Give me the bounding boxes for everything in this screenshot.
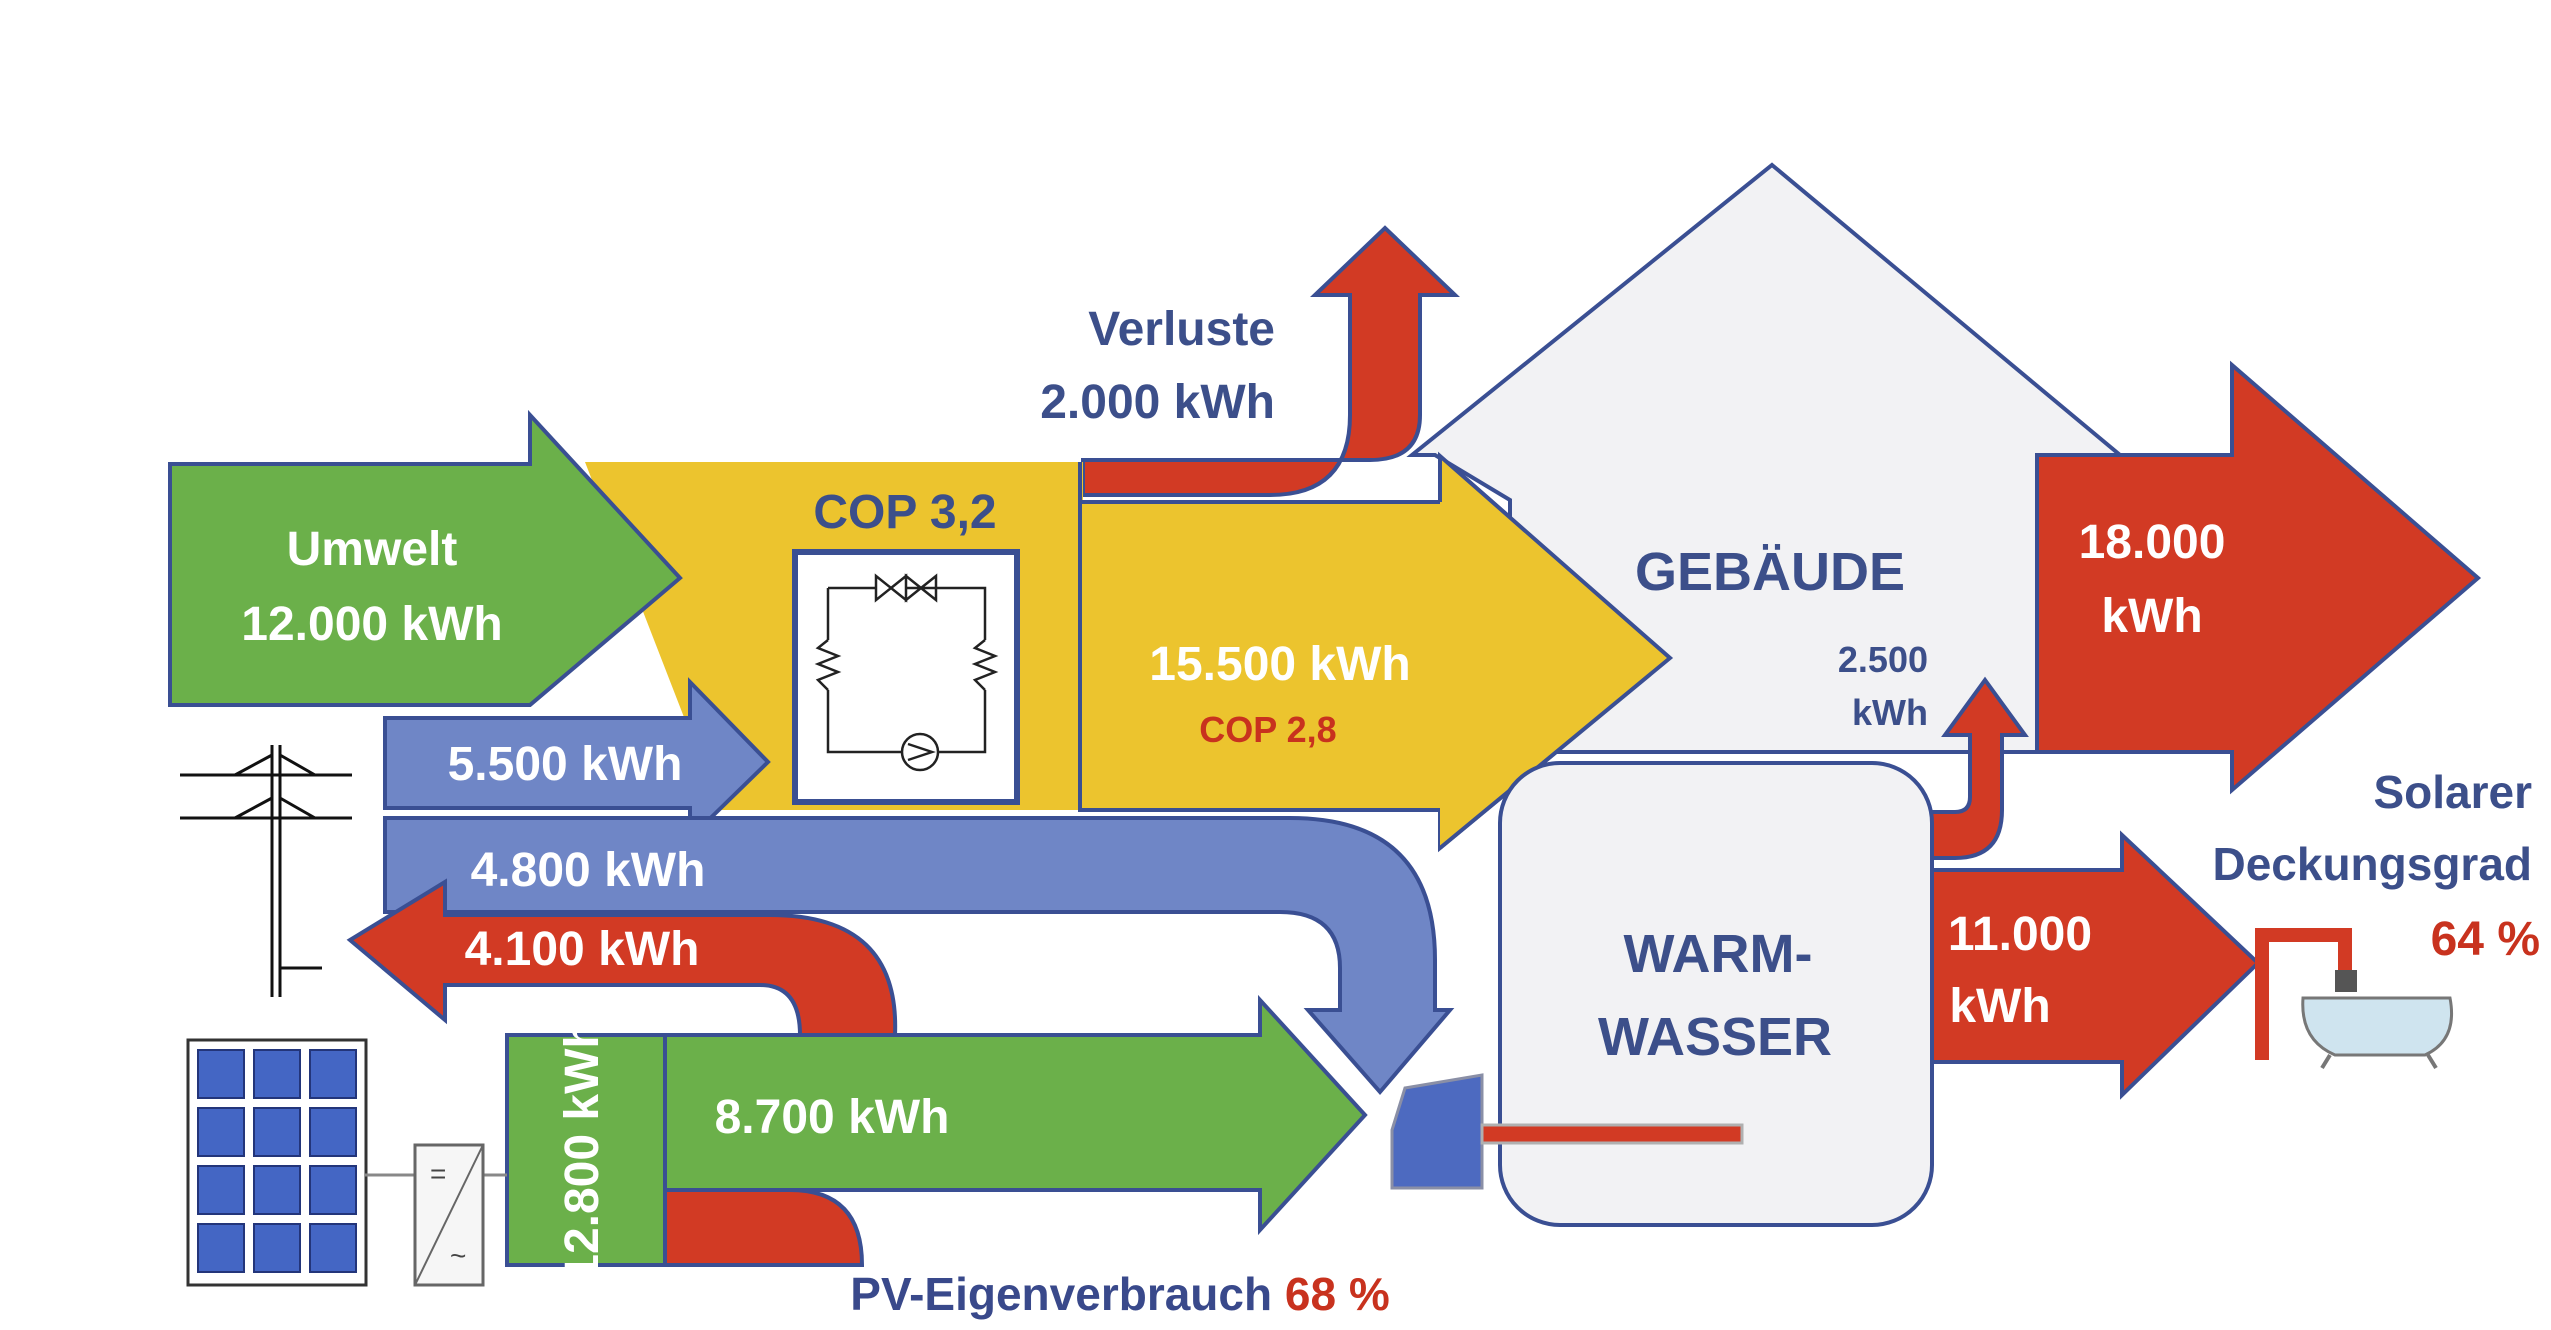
pv-to-grid-label: 4.100 kWh [465,923,700,976]
environment-arrow [168,409,683,707]
transfer-value-2: kWh [1852,692,1928,733]
heat-output-label: 15.500 kWh [1149,638,1410,691]
heating-demand-2: kWh [2101,590,2202,643]
building-overlap-outline [1438,451,1674,850]
pv-total-block [505,1033,667,1267]
pv-return-arc [663,1188,865,1267]
losses-title: Verluste [1088,303,1275,356]
solar-cell [197,1107,245,1157]
solar-cell [253,1049,301,1099]
svg-text:~: ~ [450,1240,466,1271]
ww-demand-2: kWh [1949,980,2050,1033]
solar-cell [197,1049,245,1099]
ww-demand-arrow [1928,830,2261,1100]
pv-self-arrow [663,994,1368,1236]
solar-cell [253,1165,301,1215]
water-heater-element-icon [1390,1073,1744,1190]
umwelt-label-2: 12.000 kWh [241,598,502,651]
grid-to-heatpump-arrow [383,677,771,843]
grid-to-heatpump-label: 5.500 kWh [448,738,683,791]
svg-text:=: = [430,1158,446,1189]
cop-system-label: COP 2,8 [1199,709,1336,750]
transfer-value-1: 2.500 [1838,639,1928,680]
cop-heatpump-label: COP 3,2 [813,486,996,539]
solar-cell [309,1223,357,1273]
bathtub-icon [2255,928,2454,1070]
heat-pump-circuit-icon [792,549,1020,805]
warm-water-title-2: WASSER [1598,1007,1832,1067]
pv-to-grid-arrow [346,878,898,1037]
losses-value: 2.000 kWh [1040,376,1275,429]
solar-panel-icon [186,1038,368,1287]
grid-to-warmwater-label: 4.800 kWh [471,844,706,897]
warm-water-title-1: WARM- [1624,924,1813,984]
solar-cell [253,1107,301,1157]
ww-demand-1: 11.000 [1948,908,2092,961]
ww-to-building-arrow [1928,676,2029,860]
solar-coverage-pct: 64 % [2431,913,2540,966]
heating-demand-arrow [2035,360,2482,795]
solar-cell [309,1107,357,1157]
pv-self-caption: PV-Eigenverbrauch 68 % [850,1268,1389,1320]
solar-cell [253,1223,301,1273]
warm-water-tank [1498,761,1934,1227]
building-overlap [1440,456,1670,848]
building-title: GEBÄUDE [1635,542,1905,602]
solar-cell [309,1165,357,1215]
solar-coverage-2: Deckungsgrad [2212,838,2532,890]
umwelt-label-1: Umwelt [287,523,458,576]
heating-demand-1: 18.000 [2079,516,2226,569]
solar-cell [197,1165,245,1215]
power-pylon-icon [180,745,352,997]
solar-cell [309,1049,357,1099]
solar-cell [197,1223,245,1273]
losses-arrow [1081,225,1460,497]
solar-coverage-1: Solarer [2373,766,2532,818]
pv-self-label: 8.700 kWh [715,1091,950,1144]
grid-to-warmwater-arrow [383,816,1455,1096]
pv-total-label: 12.800 kWh [556,1019,609,1280]
inverter-icon: = ~ [365,1143,507,1287]
